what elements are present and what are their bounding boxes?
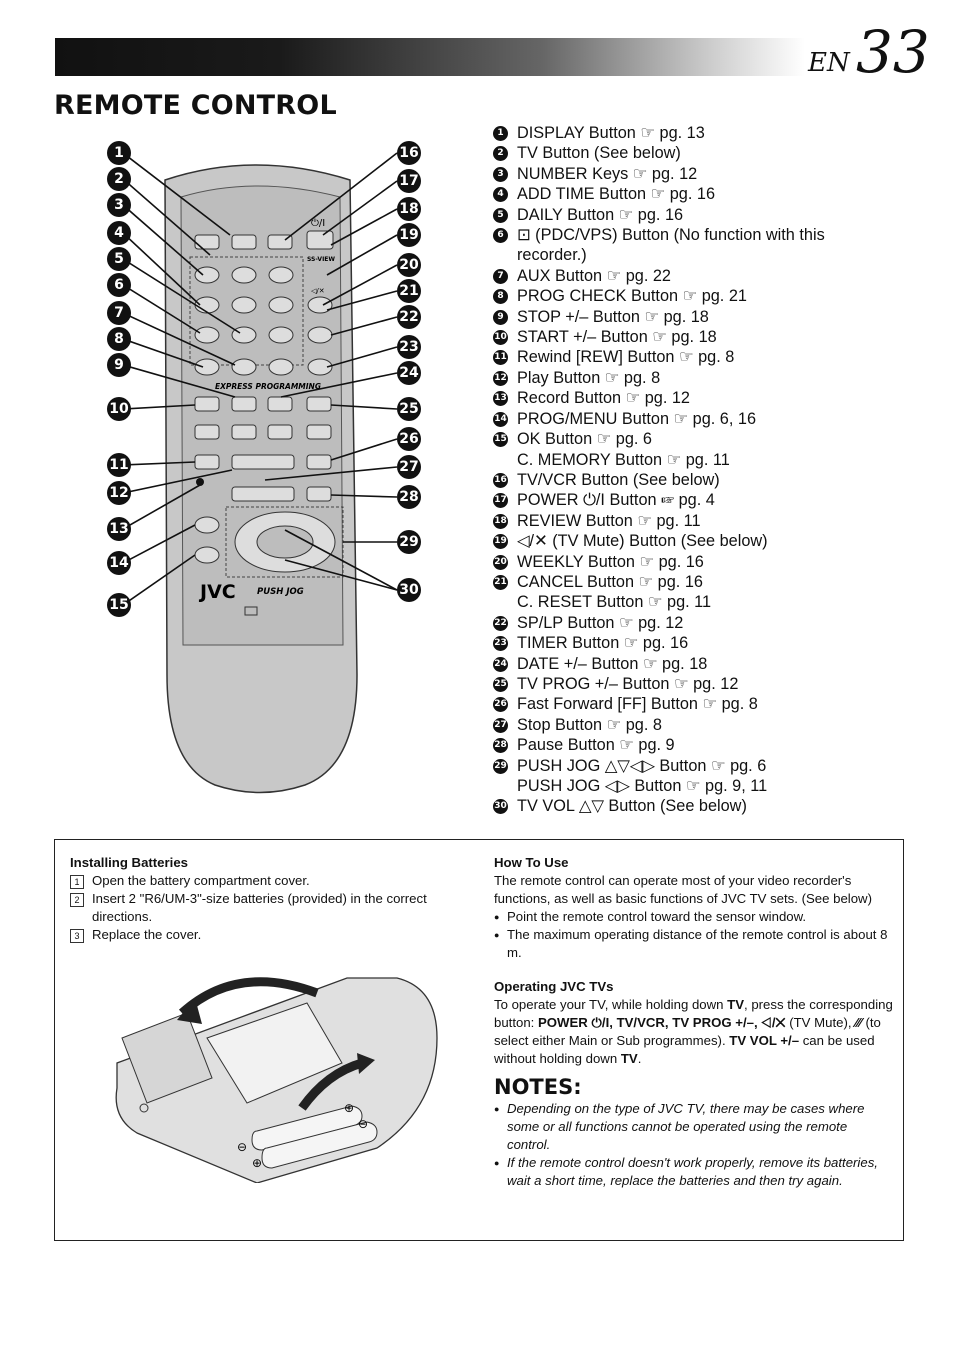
callout-12: 12 (107, 481, 131, 505)
svg-text:⊕: ⊕ (344, 1101, 354, 1115)
callout-23: 23 (397, 335, 421, 359)
callout-10: 10 (107, 397, 131, 421)
list-item: PUSH JOG ◁▷ Button ☞ pg. 9, 11 (517, 777, 768, 795)
callout-20: 20 (397, 253, 421, 277)
callout-18: 18 (397, 197, 421, 221)
installing-title: Installing Batteries (70, 855, 188, 870)
battery-illustration: ⊖ ⊕ ⊕ ⊖ (115, 977, 438, 1183)
page-number: 33 (856, 18, 930, 86)
callout-19: 19 (397, 223, 421, 247)
express-programming-label: EXPRESS PROGRAMMING (215, 382, 321, 391)
callout-5: 5 (107, 247, 131, 271)
note-item: Depending on the type of JVC TV, there m… (494, 1100, 894, 1154)
svg-text:◁/✕: ◁/✕ (311, 287, 325, 295)
callout-21: 21 (397, 279, 421, 303)
operating-text: To operate your TV, while holding down T… (494, 997, 893, 1066)
bullet-item: Point the remote control toward the sens… (494, 908, 894, 926)
list-item: 19◁/✕ (TV Mute) Button (See below) (493, 532, 768, 551)
note-item: If the remote control doesn't work prope… (494, 1154, 894, 1190)
callout-29: 29 (397, 530, 421, 554)
notes-title: NOTES: (494, 1075, 582, 1099)
push-jog-label: PUSH JOG (257, 587, 304, 597)
callout-7: 7 (107, 301, 131, 325)
callout-15: 15 (107, 593, 131, 617)
how-to-use-intro: The remote control can operate most of y… (494, 873, 872, 906)
callout-24: 24 (397, 361, 421, 385)
svg-text:⊕: ⊕ (252, 1156, 262, 1170)
callout-17: 17 (397, 169, 421, 193)
callout-14: 14 (107, 551, 131, 575)
callout-11: 11 (107, 453, 131, 477)
bullet-item: The maximum operating distance of the re… (494, 926, 894, 962)
list-item: C. MEMORY Button ☞ pg. 11 (517, 450, 730, 469)
callout-28: 28 (397, 485, 421, 509)
callout-16: 16 (397, 141, 421, 165)
list-item: C. RESET Button ☞ pg. 11 (517, 593, 712, 612)
how-to-use-section: How To Use The remote control can operat… (494, 854, 894, 1190)
callout-22: 22 (397, 305, 421, 329)
callout-8: 8 (107, 327, 131, 351)
callout-30: 30 (397, 578, 421, 602)
callout-3: 3 (107, 193, 131, 217)
header-bar (55, 38, 805, 76)
callout-2: 2 (107, 167, 131, 191)
page-title: REMOTE CONTROL (54, 90, 337, 121)
callout-9: 9 (107, 353, 131, 377)
ss-view-label: SS-VIEW (307, 256, 335, 263)
svg-text:⊖: ⊖ (358, 1117, 368, 1131)
list-item: 6⊡ (PDC/VPS) Button (No function with th… (493, 225, 893, 245)
list-item: recorder.) (517, 246, 587, 265)
callout-4: 4 (107, 221, 131, 245)
brand-logo: JVC (198, 581, 236, 603)
callout-6: 6 (107, 273, 131, 297)
svg-text:⊖: ⊖ (237, 1140, 247, 1154)
callout-26: 26 (397, 427, 421, 451)
callout-27: 27 (397, 455, 421, 479)
callout-25: 25 (397, 397, 421, 421)
how-to-use-title: How To Use (494, 855, 569, 870)
svg-text:⏻/I: ⏻/I (311, 218, 325, 229)
operating-title: Operating JVC TVs (494, 979, 614, 994)
language-label: EN (808, 48, 850, 78)
callout-13: 13 (107, 517, 131, 541)
remote-illustration: ⏻/I SS-VIEW ◁/✕ EXPRESS PROGRAMMING JVC … (122, 152, 398, 794)
callout-1: 1 (107, 141, 131, 165)
